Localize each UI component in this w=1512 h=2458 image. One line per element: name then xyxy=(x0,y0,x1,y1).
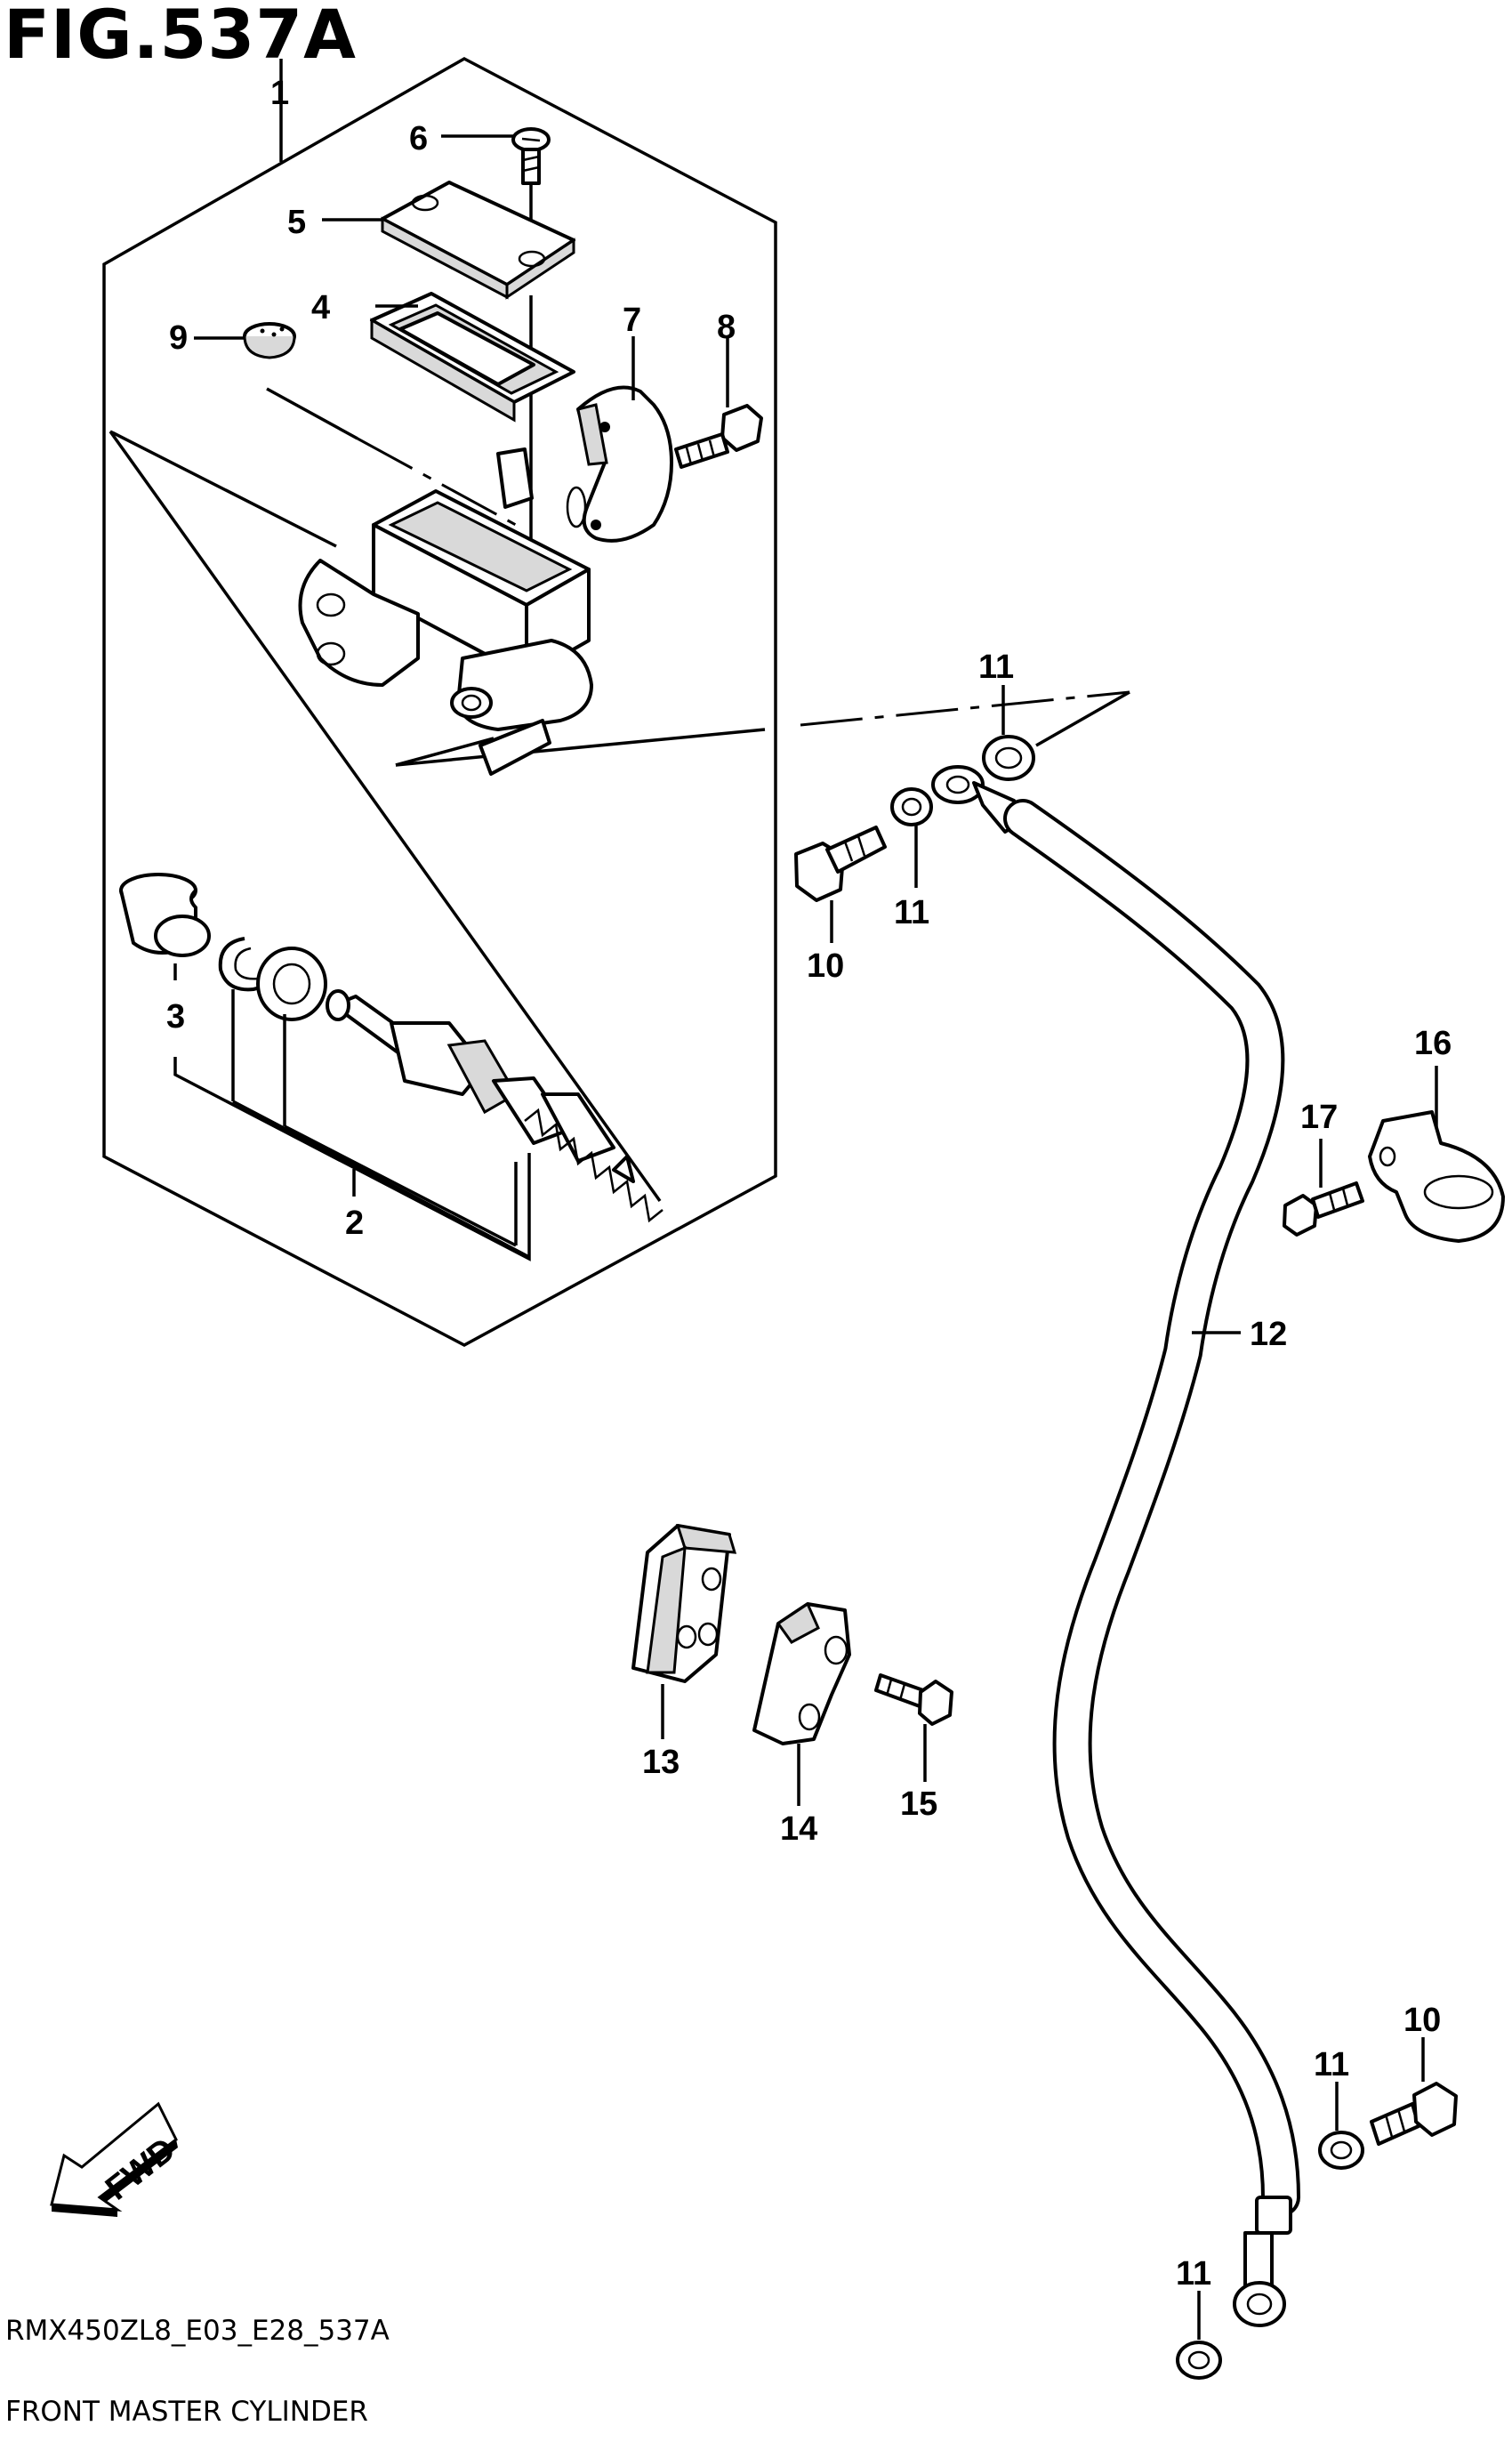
washer-part-11-bottom xyxy=(1176,2341,1222,2380)
plug-part-9 xyxy=(243,322,296,359)
brake-hose-part-12 xyxy=(931,765,1300,2327)
callout-14: 14 xyxy=(780,1810,817,1848)
callout-10-upper: 10 xyxy=(807,947,844,985)
protector-part-14 xyxy=(752,1601,851,1745)
figure-caption: FRONT MASTER CYLINDER xyxy=(5,2396,368,2428)
callout-10-lower: 10 xyxy=(1403,2002,1441,2039)
screw-part-6 xyxy=(511,127,551,185)
callout-11-bottom: 11 xyxy=(1176,2255,1211,2293)
hose-guide-part-16 xyxy=(1368,1110,1505,1243)
callout-6: 6 xyxy=(409,120,428,157)
callout-16: 16 xyxy=(1414,1025,1452,1062)
callout-13: 13 xyxy=(642,1744,680,1781)
banjo-bolt-part-10-upper xyxy=(794,826,887,902)
callout-11-mid: 11 xyxy=(894,894,929,931)
fwd-arrow-icon: FWD xyxy=(50,2101,182,2217)
bolt-part-15 xyxy=(874,1673,953,1726)
cover-part-13 xyxy=(631,1524,737,1683)
callout-3: 3 xyxy=(166,998,185,1036)
figure-title: FIG.537A xyxy=(4,0,357,74)
callout-4: 4 xyxy=(311,289,330,326)
callout-8: 8 xyxy=(717,309,736,346)
callout-5: 5 xyxy=(287,204,306,241)
master-cylinder-body xyxy=(298,447,593,776)
diaphragm-part-4 xyxy=(370,292,575,423)
callout-11-lower: 11 xyxy=(1314,2046,1349,2083)
callout-1: 1 xyxy=(270,75,289,112)
reservoir-cap-part-5 xyxy=(381,181,575,300)
figure-code: RMX450ZL8_E03_E28_537A xyxy=(5,2315,390,2347)
piston-cup xyxy=(256,947,327,1021)
clamp-part-7 xyxy=(566,385,673,543)
spring xyxy=(524,1108,664,1223)
assembly-frame xyxy=(102,57,777,1347)
callout-7: 7 xyxy=(623,302,641,339)
bolt-part-17 xyxy=(1283,1181,1364,1237)
piston xyxy=(326,989,615,1163)
callout-12: 12 xyxy=(1250,1316,1287,1353)
callout-9: 9 xyxy=(169,319,188,357)
callout-17: 17 xyxy=(1300,1099,1338,1136)
banjo-bolt-part-10-lower xyxy=(1370,2082,1458,2146)
washer-part-11-lower xyxy=(1318,2131,1364,2170)
callout-2: 2 xyxy=(345,1205,364,1242)
callout-11-top: 11 xyxy=(978,649,1014,686)
callout-15: 15 xyxy=(900,1785,937,1823)
washer-part-11-top xyxy=(982,735,1035,781)
bolt-part-8 xyxy=(674,404,763,469)
washer-part-11-mid xyxy=(890,787,933,826)
boot-part-3 xyxy=(119,873,211,957)
